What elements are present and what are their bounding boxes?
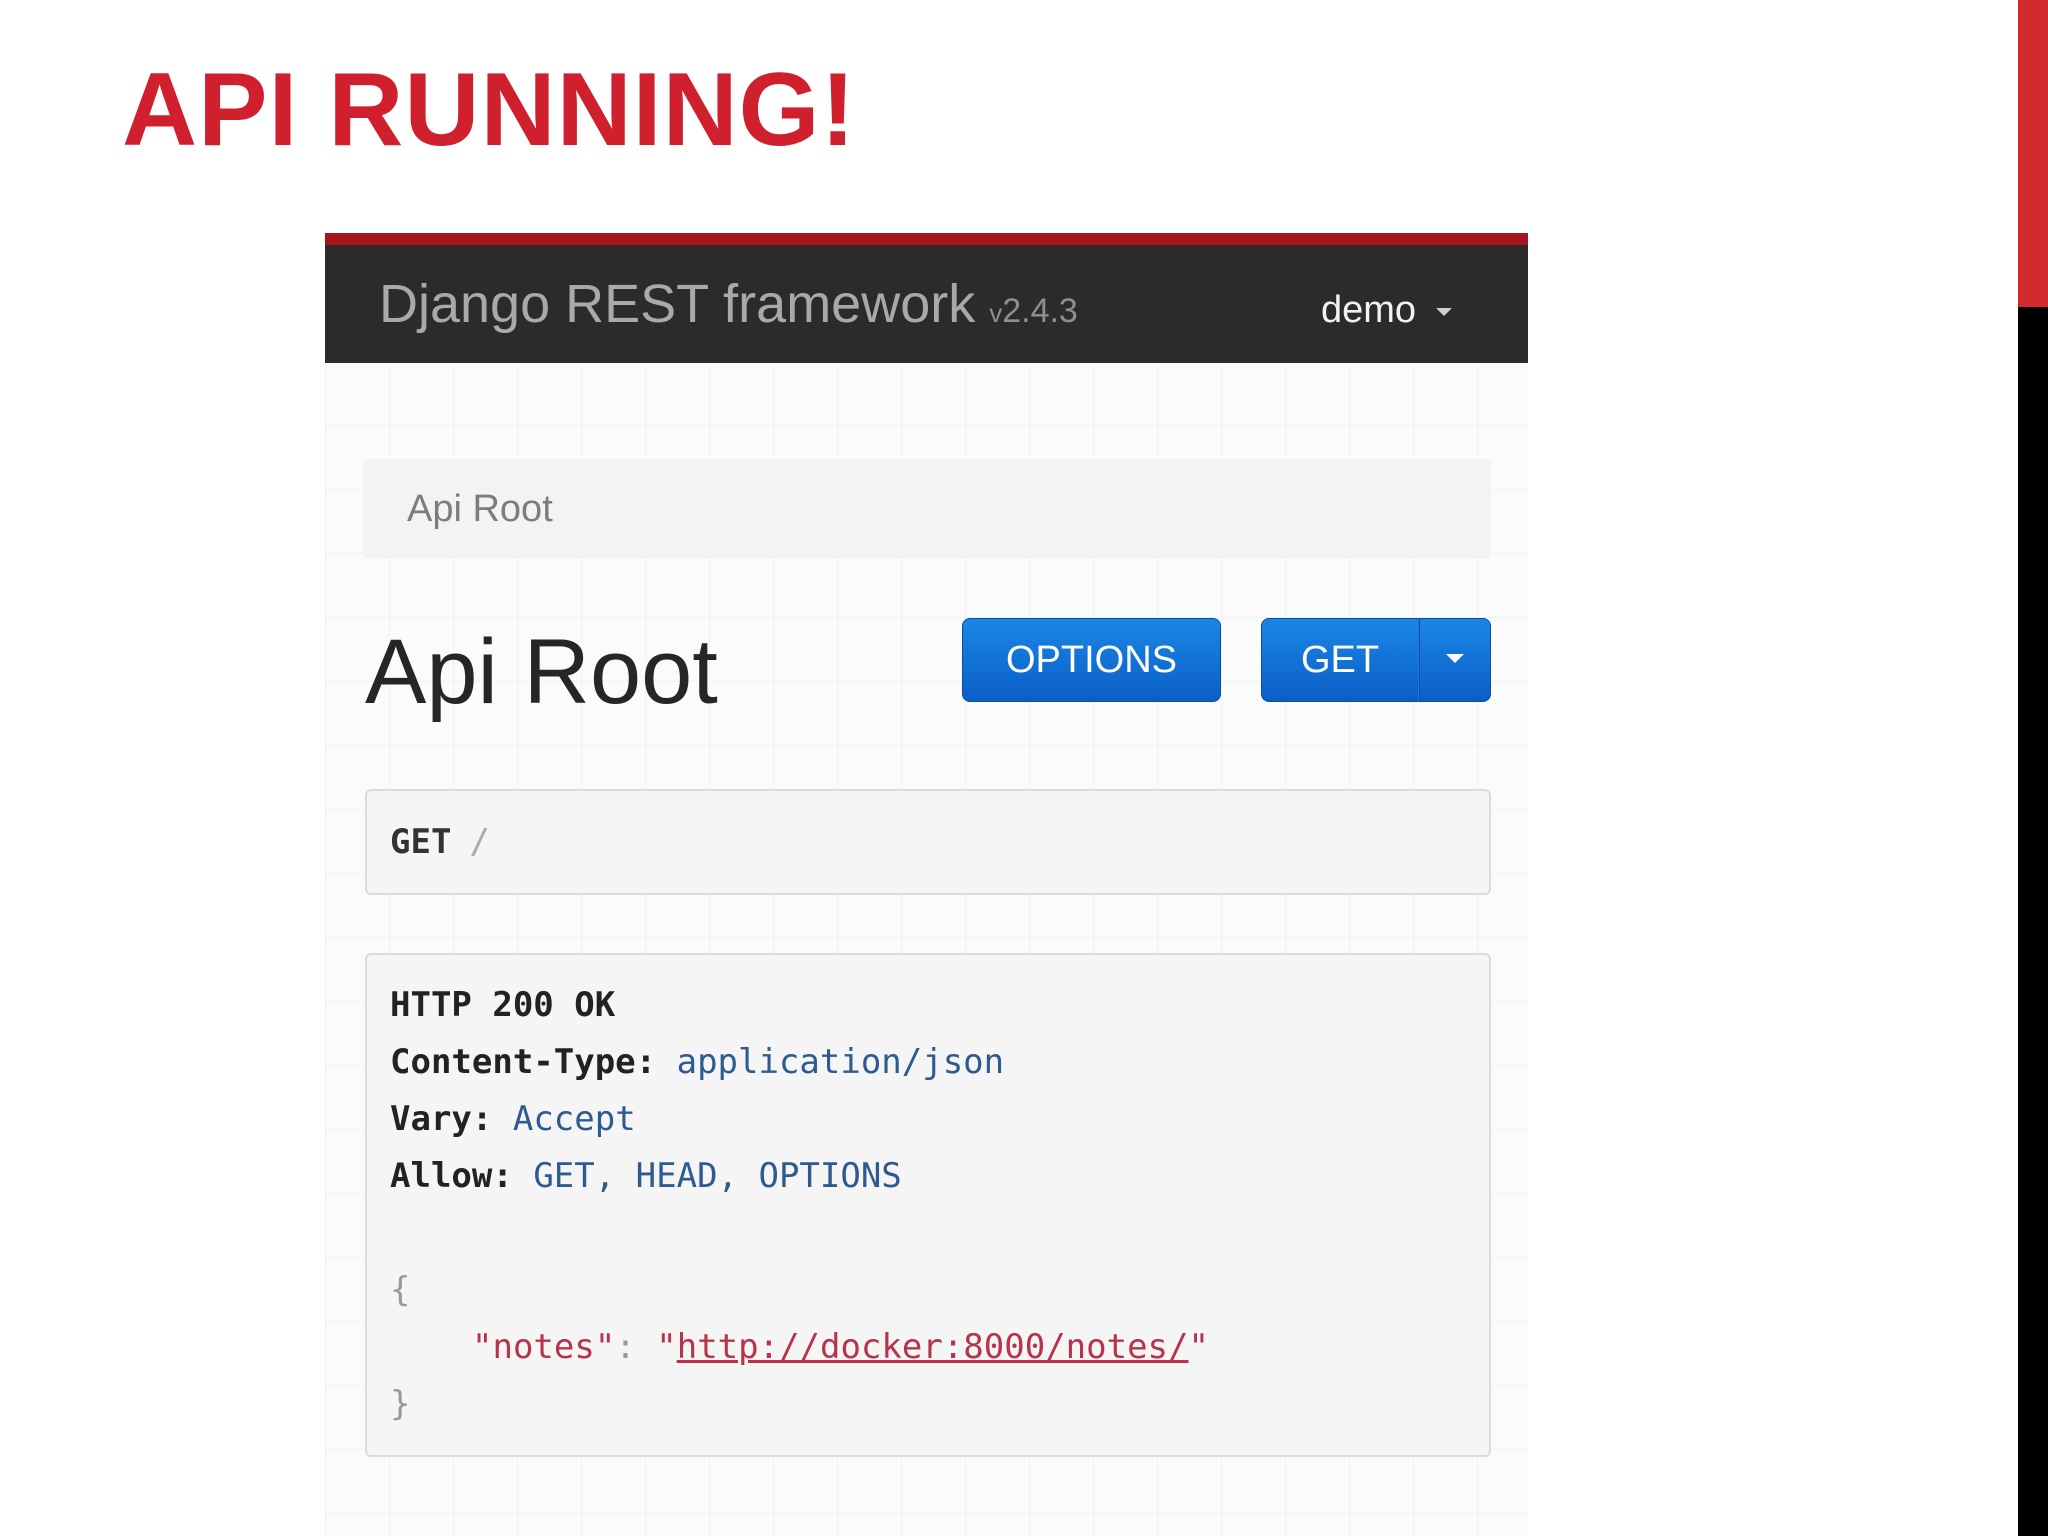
json-open-brace: { [390, 1270, 411, 1310]
response-info: HTTP 200 OK Content-Type: application/jso… [365, 953, 1491, 1457]
browsable-api-screenshot: Django REST framework v2.4.3 demo Api Roo… [325, 233, 1528, 1536]
json-close-brace: } [390, 1384, 411, 1424]
header-content-type: Content-Type: application/json [390, 1042, 1005, 1082]
get-format-dropdown[interactable] [1419, 618, 1491, 702]
get-button[interactable]: GET [1261, 618, 1419, 702]
slide-title: API RUNNING! [122, 52, 857, 168]
side-accent-bar-red [2018, 0, 2048, 307]
blank-line [390, 1205, 1489, 1262]
user-name: demo [1320, 289, 1416, 331]
options-button[interactable]: OPTIONS [962, 618, 1221, 702]
breadcrumb: Api Root [363, 459, 1491, 559]
brand-name: Django REST framework [379, 274, 976, 334]
page-title: Api Root [365, 621, 718, 723]
navbar: Django REST framework v2.4.3 demo [325, 233, 1528, 363]
side-accent-bar-black [2018, 307, 2048, 1536]
brand-version: v2.4.3 [989, 292, 1078, 330]
request-path: / [469, 822, 490, 862]
json-key: "notes" [472, 1327, 616, 1367]
notes-link[interactable]: http://docker:8000/notes/ [676, 1327, 1189, 1367]
request-info: GET / [365, 789, 1491, 895]
chevron-down-icon [1446, 654, 1464, 664]
chevron-down-icon [1436, 307, 1452, 316]
user-menu[interactable]: demo [1321, 289, 1452, 332]
brand[interactable]: Django REST framework v2.4.3 [379, 273, 1078, 335]
request-method: GET [390, 822, 452, 862]
json-entry-notes: "notes": "http://docker:8000/notes/" [472, 1327, 1209, 1367]
header-allow: Allow: GET, HEAD, OPTIONS [390, 1156, 902, 1196]
header-vary: Vary: Accept [390, 1099, 636, 1139]
status-line: HTTP 200 OK [390, 985, 616, 1025]
breadcrumb-item[interactable]: Api Root [407, 488, 553, 530]
